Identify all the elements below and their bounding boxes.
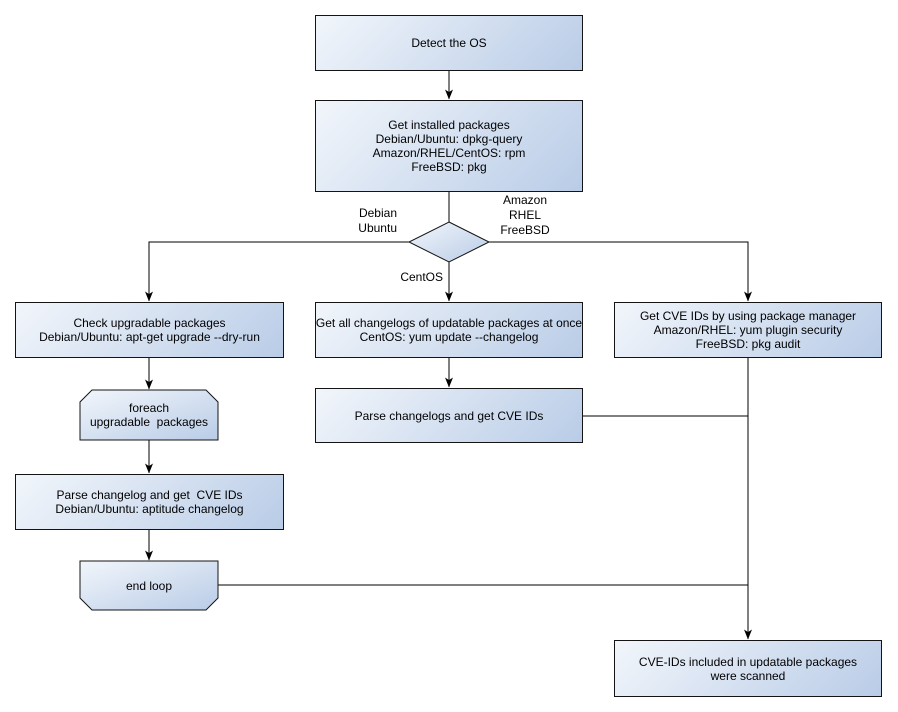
- node-result-text: were scanned: [710, 668, 786, 683]
- edge-label-text: Debian: [358, 206, 397, 220]
- node-check-upgradable: Check upgradable packages Debian/Ubuntu:…: [15, 302, 284, 358]
- end-loop-shape: [79, 560, 219, 611]
- node-get-installed-text: FreeBSD: pkg: [411, 160, 487, 174]
- node-get-installed-text: Get installed packages: [388, 118, 510, 132]
- edge-label-amazon-rhel-freebsd: Amazon RHEL FreeBSD: [494, 193, 556, 238]
- node-get-installed-text: Amazon/RHEL/CentOS: rpm: [372, 146, 526, 160]
- node-check-upgradable-text: Check upgradable packages: [73, 316, 226, 330]
- node-detect-os-text: Detect the OS: [411, 36, 487, 50]
- os-decision-diamond: [407, 221, 491, 263]
- node-get-all-changelogs-text: CentOS: yum update --changelog: [359, 330, 539, 344]
- node-get-installed-text: Debian/Ubuntu: dpkg-query: [375, 132, 523, 146]
- node-detect-os: Detect the OS: [315, 15, 583, 71]
- edge-label-text: Ubuntu: [358, 221, 397, 235]
- node-end-loop: end loop: [80, 561, 218, 610]
- node-get-all-changelogs: Get all changelogs of updatable packages…: [315, 302, 583, 358]
- node-end-loop-text: end loop: [125, 578, 173, 593]
- node-parse-changelog-text: Parse changelog and get CVE IDs: [56, 488, 243, 502]
- edge-decision-to-get-cve-ids: [489, 241, 752, 302]
- node-parse-changelog-text: Debian/Ubuntu: aptitude changelog: [55, 502, 244, 516]
- edge-label-text: CentOS: [400, 270, 443, 284]
- node-parse-changelog-debian: Parse changelog and get CVE IDs Debian/U…: [15, 474, 284, 530]
- edge-decision-to-check-upgradable: [145, 241, 409, 302]
- edge-label-debian-ubuntu: Debian Ubuntu: [317, 206, 397, 236]
- node-get-cve-ids-text: Amazon/RHEL: yum plugin security: [653, 323, 843, 337]
- node-foreach-loop-start: foreach upgradable packages: [80, 390, 218, 440]
- edge-label-centos: CentOS: [383, 270, 443, 285]
- node-get-cve-ids-pkg-manager: Get CVE IDs by using package manager Ama…: [614, 302, 882, 358]
- node-foreach-text: foreach: [128, 401, 170, 415]
- node-check-upgradable-text: Debian/Ubuntu: apt-get upgrade --dry-run: [39, 330, 260, 344]
- edge-label-text: RHEL: [508, 208, 541, 222]
- node-result-scanned: CVE-IDs included in updatable packages w…: [614, 640, 882, 697]
- edge-label-text: FreeBSD: [500, 223, 550, 237]
- foreach-loop-shape: [79, 389, 219, 441]
- node-get-installed-packages: Get installed packages Debian/Ubuntu: dp…: [315, 100, 583, 192]
- node-get-cve-ids-text: Get CVE IDs by using package manager: [639, 309, 857, 323]
- node-parse-changelogs-text: Parse changelogs and get CVE IDs: [354, 408, 544, 423]
- node-get-cve-ids-text: FreeBSD: pkg audit: [695, 337, 801, 351]
- node-get-all-changelogs-text: Get all changelogs of updatable packages…: [315, 316, 583, 330]
- node-foreach-text: upgradable packages: [89, 415, 209, 429]
- node-parse-changelogs-centos: Parse changelogs and get CVE IDs: [315, 388, 583, 443]
- edge-label-text: Amazon: [502, 193, 548, 207]
- node-result-text: CVE-IDs included in updatable packages: [638, 654, 858, 669]
